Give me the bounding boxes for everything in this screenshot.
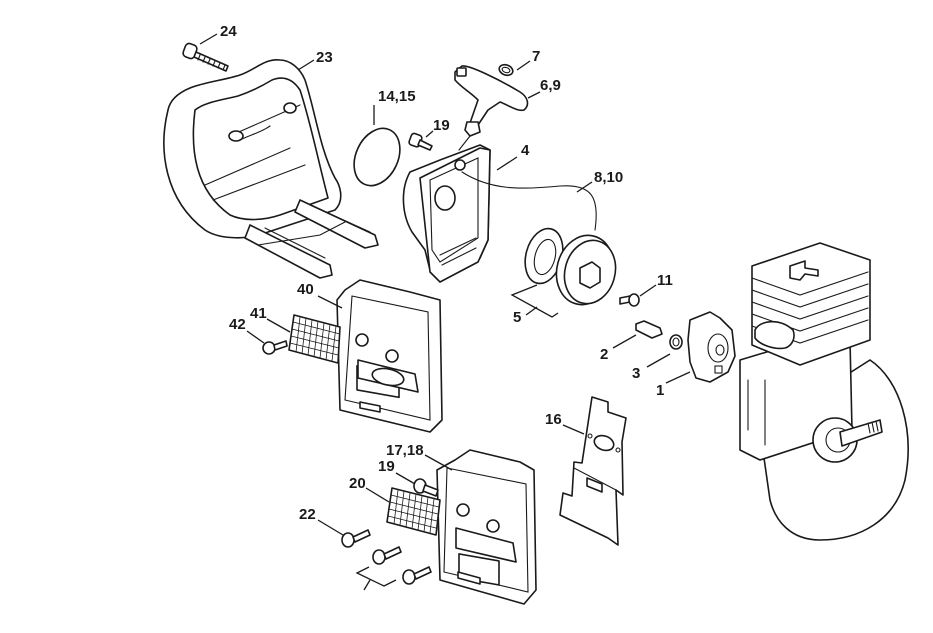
callout-14-15: 14,15 bbox=[373, 88, 416, 125]
callout-label: 7 bbox=[532, 48, 540, 65]
callout-label: 17,18 bbox=[386, 442, 424, 459]
callout-label: 40 bbox=[297, 281, 314, 298]
callout-4: 4 bbox=[496, 142, 530, 171]
callout-label: 23 bbox=[316, 49, 333, 66]
part-42-screw[interactable] bbox=[262, 340, 288, 355]
callout-41: 41 bbox=[250, 305, 291, 333]
part-16-heat-shield[interactable] bbox=[559, 396, 627, 546]
callout-label: 16 bbox=[545, 411, 562, 428]
callout-5: 5 bbox=[510, 284, 559, 326]
callout-label: 19 bbox=[378, 458, 395, 475]
callout-42: 42 bbox=[229, 316, 265, 344]
part-7-grommet[interactable] bbox=[498, 63, 515, 77]
part-24-screw[interactable] bbox=[182, 42, 229, 72]
callout-19b: 19 bbox=[378, 458, 416, 485]
callout-bracket bbox=[355, 566, 397, 591]
callout-3: 3 bbox=[632, 353, 671, 382]
part-5-rope-rotor[interactable] bbox=[519, 224, 622, 311]
callout-label: 19 bbox=[433, 117, 450, 134]
part-bracket-screws[interactable] bbox=[372, 546, 432, 585]
callout-label: 11 bbox=[657, 272, 673, 289]
part-6-9-starter-grip[interactable] bbox=[454, 65, 529, 151]
callout-label: 6,9 bbox=[540, 77, 561, 94]
callout-label: 41 bbox=[250, 305, 267, 322]
part-2-pawl[interactable] bbox=[635, 320, 663, 339]
callout-label: 3 bbox=[632, 365, 640, 382]
callout-label: 24 bbox=[220, 23, 237, 40]
callout-7: 7 bbox=[516, 48, 540, 71]
callout-6-9: 6,9 bbox=[527, 77, 561, 99]
callout-label: 5 bbox=[513, 309, 521, 326]
callout-8-10: 8,10 bbox=[576, 169, 623, 193]
callout-label: 2 bbox=[600, 346, 608, 363]
part-11-screw[interactable] bbox=[619, 293, 640, 307]
callout-23: 23 bbox=[297, 49, 333, 71]
part-3-spring[interactable] bbox=[669, 334, 683, 350]
part-20-screen[interactable] bbox=[386, 487, 441, 536]
part-22-screw[interactable] bbox=[341, 529, 371, 548]
callout-11: 11 bbox=[639, 272, 673, 297]
callout-40: 40 bbox=[297, 281, 343, 309]
callout-label: 20 bbox=[349, 475, 366, 492]
callout-16: 16 bbox=[545, 411, 585, 435]
engine-cylinder-crankcase bbox=[739, 242, 909, 541]
callout-label: 8,10 bbox=[594, 169, 623, 186]
part-40-muffler[interactable] bbox=[336, 279, 443, 433]
callout-label: 22 bbox=[299, 506, 316, 523]
callout-label: 1 bbox=[656, 382, 664, 399]
callout-24: 24 bbox=[199, 23, 237, 45]
callout-2: 2 bbox=[600, 334, 637, 363]
callout-20: 20 bbox=[349, 475, 390, 503]
part-17-18-muffler[interactable] bbox=[436, 449, 537, 605]
part-23-fan-housing[interactable] bbox=[163, 59, 379, 279]
part-14-15-ring[interactable] bbox=[345, 121, 408, 193]
part-4-starter-housing[interactable] bbox=[402, 144, 491, 283]
part-1-flywheel[interactable] bbox=[687, 311, 736, 383]
callout-label: 4 bbox=[521, 142, 530, 159]
callout-label: 42 bbox=[229, 316, 246, 333]
part-41-screen[interactable] bbox=[288, 314, 341, 364]
callout-19a: 19 bbox=[425, 117, 450, 138]
part-8-10-starter-rope[interactable] bbox=[461, 171, 597, 231]
callout-label: 14,15 bbox=[378, 88, 416, 105]
callout-22: 22 bbox=[299, 506, 344, 536]
part-19a-screw[interactable] bbox=[408, 132, 433, 151]
callout-1: 1 bbox=[656, 371, 691, 399]
callout-17-18: 17,18 bbox=[386, 442, 453, 471]
part-19b-screw[interactable] bbox=[413, 478, 439, 497]
